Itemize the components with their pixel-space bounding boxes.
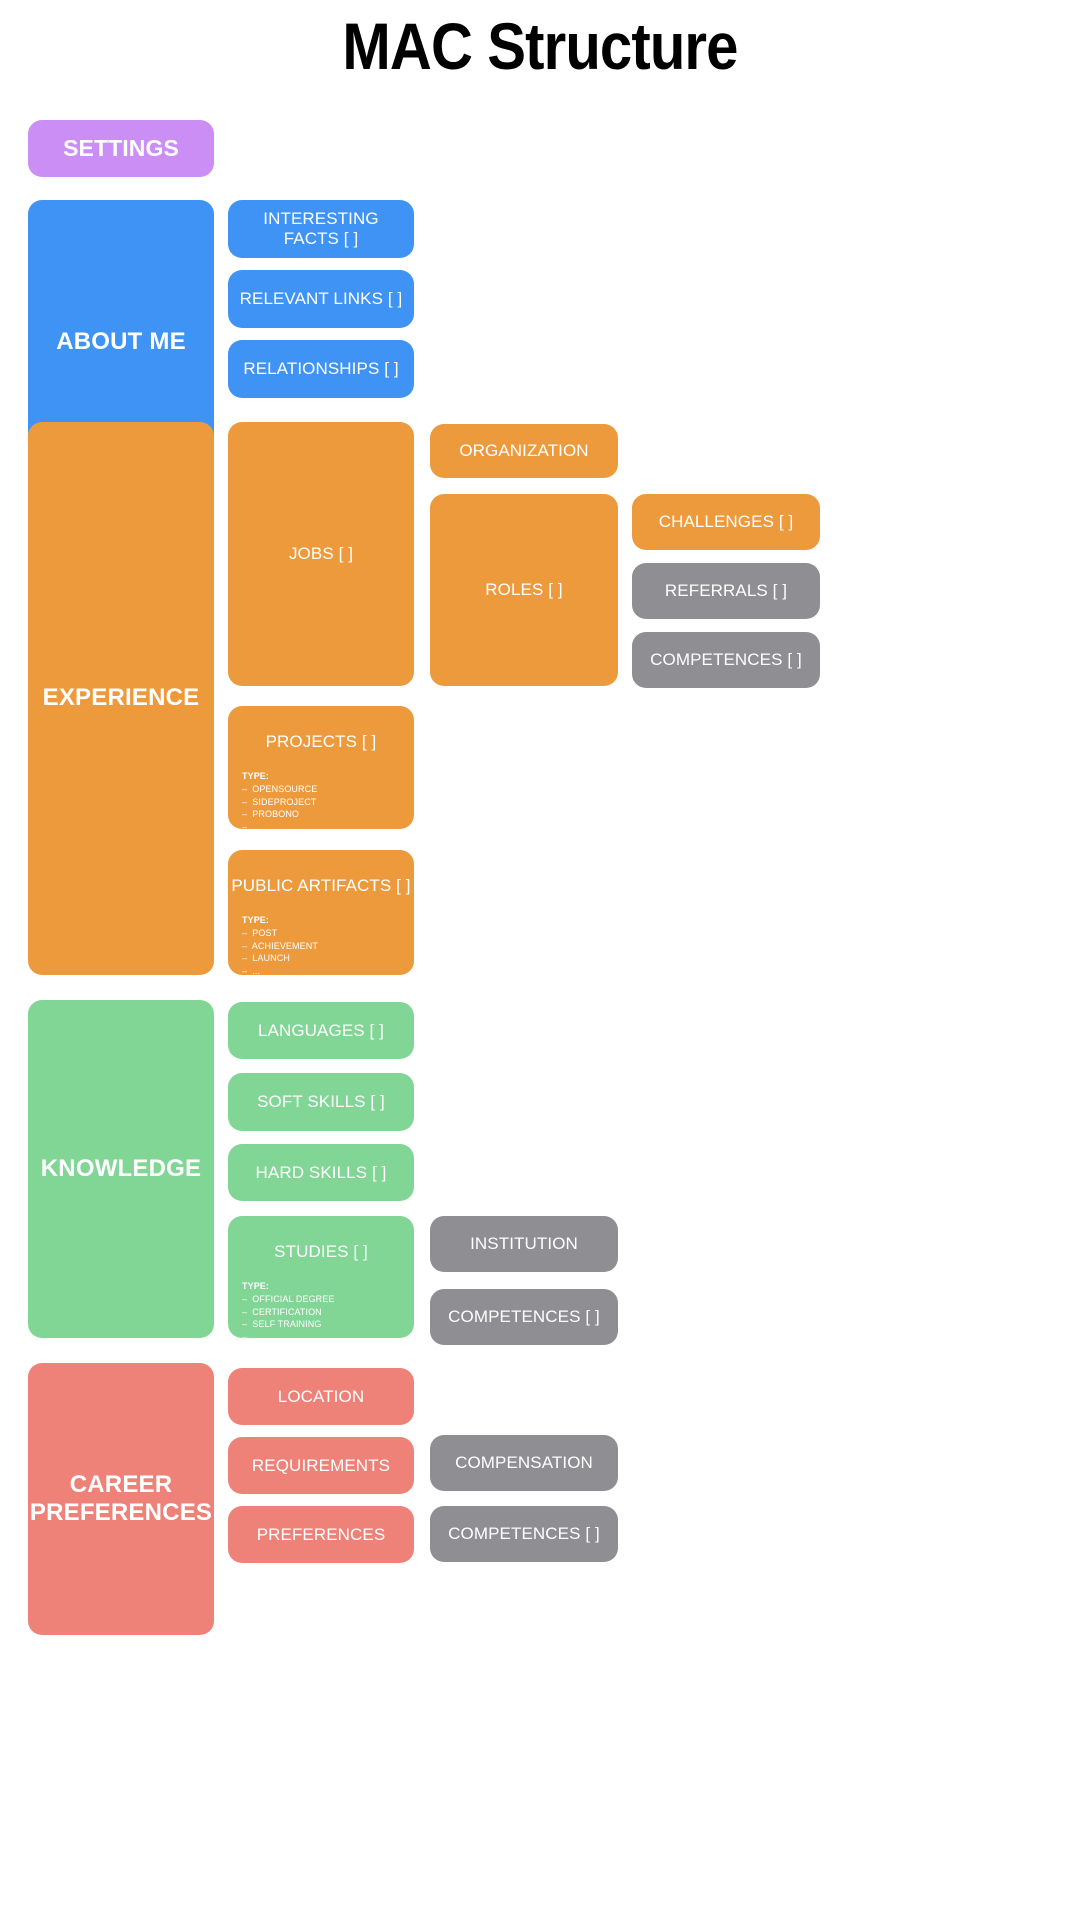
card-roles-label: ROLES [ ] [485,580,563,599]
card-soft-skills-label: SOFT SKILLS [ ] [257,1092,385,1111]
card-hard-skills[interactable]: HARD SKILLS [ ] [228,1144,414,1201]
card-projects-type-item: – SIDEPROJECT [242,796,317,807]
card-jobs[interactable]: JOBS [ ] [228,422,414,686]
card-organization[interactable]: ORGANIZATION [430,424,618,478]
card-projects-type-heading: TYPE: [242,771,270,781]
card-soft-skills[interactable]: SOFT SKILLS [ ] [228,1073,414,1131]
card-requirements[interactable]: REQUIREMENTS [228,1437,414,1494]
card-challenges-label: CHALLENGES [ ] [658,512,794,531]
card-about-me-label: ABOUT ME [56,328,186,356]
card-requirements-label: REQUIREMENTS [251,1455,391,1475]
card-organization-label: ORGANIZATION [459,441,589,460]
card-languages[interactable]: LANGUAGES [ ] [228,1002,414,1059]
card-knowledge[interactable]: KNOWLEDGE [28,1000,214,1338]
card-public-artifacts-type-item: – ACHIEVEMENT [242,940,318,951]
card-public-artifacts-type-item: – ... [242,966,261,975]
card-public-artifacts[interactable]: PUBLIC ARTIFACTS [ ] TYPE: – POST – ACHI… [228,850,414,975]
card-relationships-label: RELATIONSHIPS [ ] [243,359,399,378]
card-institution[interactable]: INSTITUTION [430,1216,618,1272]
card-roles[interactable]: ROLES [ ] [430,494,618,686]
card-preferences[interactable]: PREFERENCES [228,1506,414,1563]
card-studies-type-item: – SELF TRAINING [242,1319,322,1330]
card-interesting-facts[interactable]: INTERESTING FACTS [ ] [228,200,414,258]
card-studies-competences[interactable]: COMPETENCES [ ] [430,1289,618,1345]
card-jobs-label: JOBS [ ] [288,544,354,563]
card-career-preferences[interactable]: CAREER PREFERENCES [28,1363,214,1635]
card-projects-type-list: TYPE: – OPENSOURCE – SIDEPROJECT – PROBO… [242,770,414,829]
card-interesting-facts-label: INTERESTING FACTS [ ] [263,209,379,248]
card-studies-type-list: TYPE: – OFFICIAL DEGREE – CERTIFICATION … [242,1280,414,1338]
page-title: MAC Structure [342,9,738,83]
card-referrals-label: REFERRALS [ ] [664,581,788,600]
card-knowledge-label: KNOWLEDGE [40,1154,202,1182]
card-role-competences-label: COMPETENCES [ ] [650,650,802,669]
card-career-preferences-label: CAREER PREFERENCES [29,1470,213,1526]
card-projects-type-item: – PROBONO [242,809,300,820]
card-projects-type-item: – ... [242,822,261,829]
card-settings[interactable]: SETTINGS [28,120,214,177]
card-studies[interactable]: STUDIES [ ] TYPE: – OFFICIAL DEGREE – CE… [228,1216,414,1338]
card-challenges[interactable]: CHALLENGES [ ] [632,494,820,550]
card-projects-label: PROJECTS [ ] [265,732,377,751]
card-public-artifacts-type-item: – POST [242,927,278,938]
card-hard-skills-label: HARD SKILLS [ ] [255,1162,387,1182]
card-location[interactable]: LOCATION [228,1368,414,1425]
card-public-artifacts-type-heading: TYPE: [242,915,270,925]
card-relevant-links-label: RELEVANT LINKS [ ] [239,289,403,308]
card-public-artifacts-label: PUBLIC ARTIFACTS [ ] [231,876,411,895]
card-career-competences-label: COMPETENCES [ ] [448,1524,600,1543]
card-experience-label: EXPERIENCE [42,684,200,712]
card-relationships[interactable]: RELATIONSHIPS [ ] [228,340,414,398]
card-referrals[interactable]: REFERRALS [ ] [632,563,820,619]
card-projects-type-item: – OPENSOURCE [242,783,318,794]
card-studies-label: STUDIES [ ] [274,1242,368,1261]
card-role-competences[interactable]: COMPETENCES [ ] [632,632,820,688]
card-studies-type-item: – ... [242,1332,261,1338]
card-studies-type-item: – CERTIFICATION [242,1306,322,1317]
card-studies-type-item: – OFFICIAL DEGREE [242,1293,335,1304]
card-experience[interactable]: EXPERIENCE [28,422,214,975]
card-location-label: LOCATION [277,1386,365,1406]
card-relevant-links[interactable]: RELEVANT LINKS [ ] [228,270,414,328]
card-public-artifacts-type-item: – LAUNCH [242,953,290,964]
card-compensation[interactable]: COMPENSATION [430,1435,618,1491]
card-languages-label: LANGUAGES [ ] [257,1020,384,1040]
card-studies-type-heading: TYPE: [242,1281,270,1291]
card-institution-label: INSTITUTION [470,1234,578,1253]
card-preferences-label: PREFERENCES [256,1524,386,1544]
card-compensation-label: COMPENSATION [455,1453,593,1472]
card-career-competences[interactable]: COMPETENCES [ ] [430,1506,618,1562]
card-studies-competences-label: COMPETENCES [ ] [448,1307,600,1326]
card-projects[interactable]: PROJECTS [ ] TYPE: – OPENSOURCE – SIDEPR… [228,706,414,829]
card-public-artifacts-type-list: TYPE: – POST – ACHIEVEMENT – LAUNCH – ..… [242,914,414,975]
card-settings-label: SETTINGS [63,135,179,161]
